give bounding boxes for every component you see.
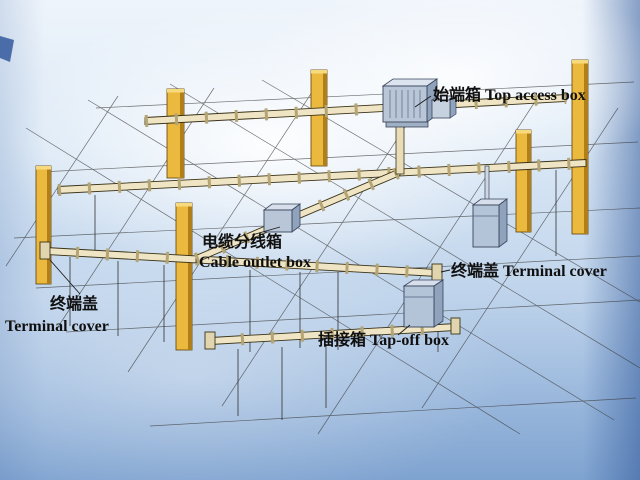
- feeder-box: [471, 198, 509, 248]
- tap-off-box: [402, 279, 445, 328]
- column: [310, 69, 328, 167]
- label-cable-outlet-box-cn: 电缆分线箱: [202, 232, 282, 251]
- leader-lines: [49, 95, 451, 336]
- vertical-riser: [395, 125, 405, 175]
- column: [166, 88, 185, 179]
- label-cable-outlet-box-en: Cable outlet box: [199, 254, 311, 271]
- ceiling-grid-lines: [5, 79, 640, 435]
- end-cap: [204, 331, 216, 350]
- label-tap-off-box: 插接箱 Tap-off box: [318, 330, 449, 349]
- label-terminal-cover-left-cn: 终端盖: [50, 294, 98, 313]
- corner-accent: [0, 36, 14, 62]
- column: [571, 59, 589, 235]
- column: [175, 202, 193, 351]
- label-terminal-cover-left-en: Terminal cover: [5, 318, 109, 335]
- column: [35, 165, 52, 285]
- top-access-box: [381, 78, 458, 128]
- column: [515, 129, 532, 233]
- label-terminal-cover-right: 终端盖 Terminal cover: [451, 261, 607, 280]
- cable-outlet-box: [262, 203, 302, 233]
- label-top-access-box: 始端箱 Top access box: [433, 85, 586, 104]
- busway-run-middle: [57, 157, 587, 196]
- transformer-fins: [389, 90, 421, 118]
- terminal-cover-cap-left: [39, 241, 51, 260]
- columns: [35, 59, 589, 351]
- end-cap: [450, 317, 461, 335]
- terminal-cover-cap-right: [431, 263, 443, 282]
